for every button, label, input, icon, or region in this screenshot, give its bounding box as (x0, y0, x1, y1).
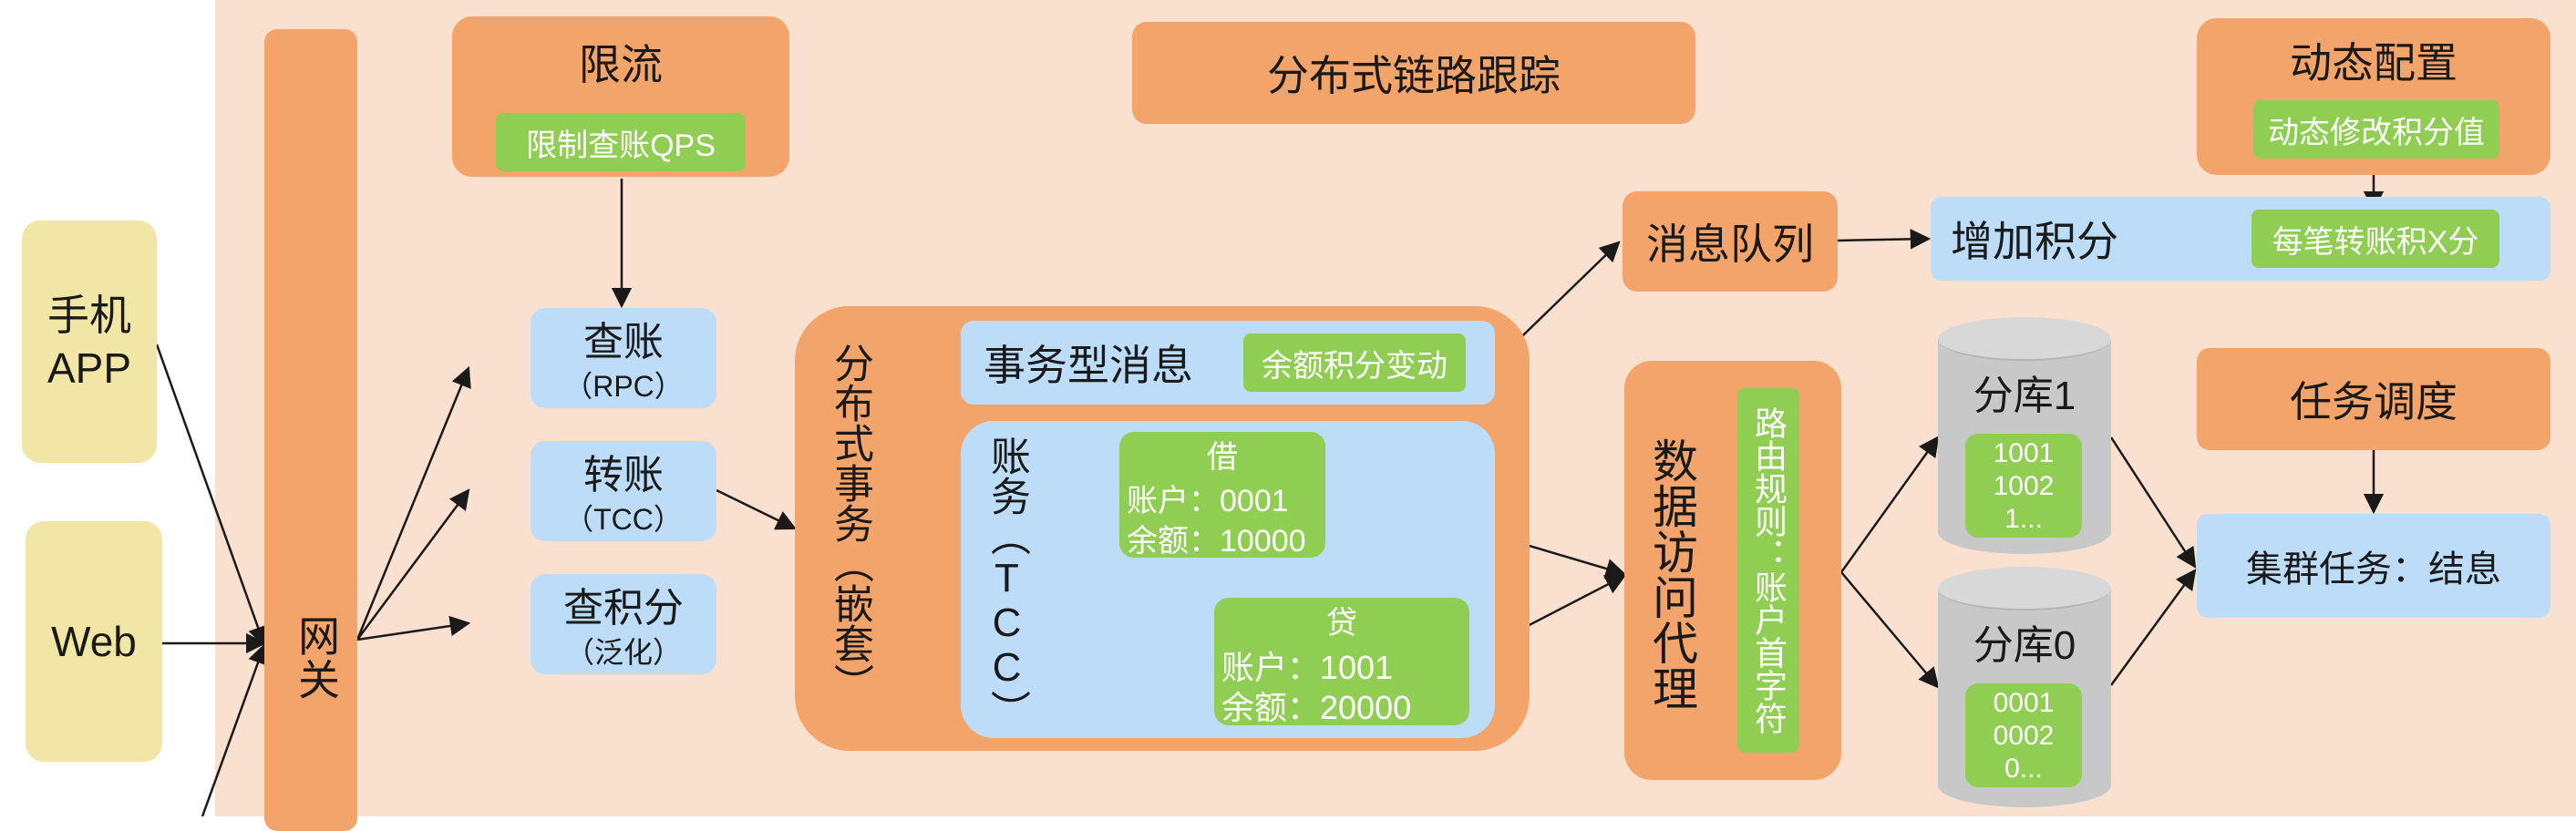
add-points-title: 增加积分 (1951, 218, 2118, 265)
routing-rule-tag: 路由规则：账户首字符 (1737, 388, 1799, 753)
task-scheduler-box: 任务调度 (2197, 348, 2550, 450)
data-access-proxy-box: 数据访问代理 路由规则：账户首字符 (1624, 361, 1841, 780)
tx-message-title: 事务型消息 (984, 342, 1193, 389)
dynamic-config-tag: 动态修改积分值 (2253, 100, 2499, 159)
shard-1-item: 1002 (1993, 471, 2055, 501)
transfer-to-tx-arrow (716, 488, 798, 530)
gateway-to-transfer-arrow (355, 488, 470, 641)
add-points-tag: 每笔转账积X分 (2251, 210, 2499, 268)
routing-rule-text: 路由规则：账户首字符 (1750, 406, 1788, 734)
debit-entry: 借 账户：0001 余额：10000 (1119, 432, 1325, 559)
distributed-tx-title: 分布式事务（嵌套） (828, 343, 872, 703)
shard-1-title: 分库1 (1973, 374, 2076, 418)
cluster-task-box: 集群任务：结息 (2197, 514, 2550, 618)
credit-balance: 余额：20000 (1221, 689, 1412, 726)
transfer-sub: （TCC） (564, 503, 683, 536)
query-account-service: 查账 （RPC） (531, 308, 716, 408)
query-account-sub: （RPC） (563, 370, 684, 403)
distributed-transaction-box: 分布式事务（嵌套） 事务型消息 余额积分变动 账务（TCC） 借 账户：0001… (795, 306, 1530, 751)
shard-0-top (1938, 567, 2111, 610)
lower-client-to-gateway-arrow (201, 642, 268, 816)
shard0-to-cluster-arrow (2109, 569, 2197, 686)
debit-title: 借 (1207, 439, 1238, 475)
shard-1-item: 1... (2004, 504, 2043, 534)
shard-1-item: 1001 (1993, 438, 2055, 468)
shard1-to-cluster-arrow (2109, 436, 2197, 569)
transfer-service: 转账 （TCC） (531, 441, 716, 541)
web-client: Web (26, 521, 162, 762)
shard-0-item: 0... (2004, 754, 2043, 784)
accounting-title: 账务（TCC） (984, 436, 1029, 730)
query-points-service: 查积分 （泛化） (531, 574, 716, 674)
tx-message-tag: 余额积分变动 (1243, 333, 1466, 392)
credit-title: 贷 (1326, 605, 1357, 641)
mobile-to-gateway-arrow (155, 344, 268, 648)
rate-limit-box: 限流 限制查账QPS (452, 16, 789, 177)
data-proxy-title: 数据访问代理 (1646, 437, 1697, 711)
gateway-to-query-account-arrow (355, 365, 471, 641)
rate-limit-title: 限流 (579, 41, 663, 88)
mq-to-add-points-arrow (1837, 229, 1932, 250)
distributed-tracing-box: 分布式链路跟踪 (1132, 22, 1695, 124)
message-queue-box: 消息队列 (1623, 191, 1838, 292)
shard-1-cylinder: 分库1 1001 1002 1... (1938, 317, 2111, 554)
debit-balance: 余额：10000 (1127, 524, 1306, 559)
tx-message-box: 事务型消息 余额积分变动 (961, 321, 1495, 405)
rate-limit-tag: 限制查账QPS (496, 113, 746, 171)
shard-0-item: 0001 (1993, 688, 2055, 718)
query-points-sub: （泛化） (564, 636, 682, 669)
add-points-box: 增加积分 每笔转账积X分 (1931, 197, 2550, 281)
transfer-title: 转账 (583, 453, 664, 498)
query-points-title: 查积分 (563, 586, 684, 631)
shard-1-top (1938, 317, 2111, 361)
gateway: 网关 (264, 29, 357, 831)
dynamic-config-box: 动态配置 动态修改积分值 (2197, 18, 2550, 175)
shard-0-items: 0001 0002 0... (1965, 683, 2082, 787)
credit-account: 账户：1001 (1221, 649, 1394, 686)
dynamic-config-title: 动态配置 (2290, 39, 2458, 87)
shard-0-cylinder: 分库0 0001 0002 0... (1938, 567, 2111, 807)
mobile-app-client: 手机 APP (22, 221, 157, 463)
credit-entry: 贷 账户：1001 余额：20000 (1214, 598, 1469, 726)
proxy-to-shard0-arrow (1840, 571, 1940, 689)
query-account-title: 查账 (583, 320, 664, 364)
shard-1-items: 1001 1002 1... (1965, 434, 2082, 538)
proxy-to-shard1-arrow (1839, 436, 1940, 573)
shard-0-title: 分库0 (1973, 623, 2076, 668)
accounting-box: 账务（TCC） 借 账户：0001 余额：10000 贷 账户：1001 余额：… (961, 421, 1495, 738)
shard-0-item: 0002 (1993, 721, 2055, 751)
gateway-to-query-points-arrow (356, 615, 471, 641)
gateway-label: 网关 (293, 614, 340, 702)
debit-account: 账户：0001 (1127, 484, 1289, 518)
